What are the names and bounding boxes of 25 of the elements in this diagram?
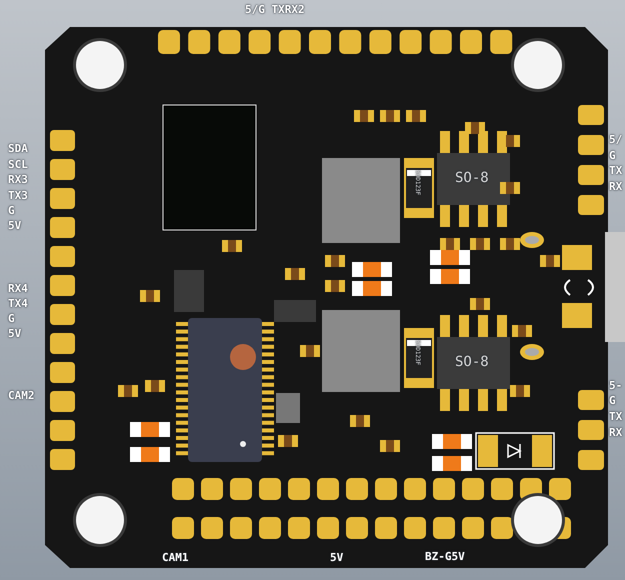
pin-label: G [609, 150, 616, 162]
pin-label: 5/ [609, 134, 622, 146]
connector-label: BZ-G5V [425, 551, 465, 563]
pin-label: SCL [8, 159, 28, 171]
chip-marking: SO-8 [455, 356, 489, 368]
pin-label: TX [609, 411, 622, 423]
chip-marking: SO-8 [455, 172, 489, 184]
connector-label: CAM1 [162, 552, 188, 564]
connector-label: 5/G TXRX2 [245, 4, 305, 16]
connector-label: 5V [330, 552, 344, 564]
pin-label: RX [609, 427, 622, 439]
pin-label: RX4 [8, 283, 28, 295]
pin-label: TX4 [8, 298, 28, 310]
pin-label: 5V [8, 328, 22, 340]
pin-label: TX3 [8, 190, 28, 202]
pin-label: G [609, 395, 616, 407]
pin-label: RX [609, 181, 622, 193]
pin-label: SDA [8, 143, 28, 155]
pin-label: G [8, 205, 15, 217]
pin-label: 5V [8, 220, 22, 232]
pin-label: CAM2 [8, 390, 34, 402]
pin-label: 5- [609, 380, 622, 392]
pin-label: TX [609, 165, 622, 177]
pin-label: G [8, 313, 15, 325]
pin-label: RX3 [8, 174, 28, 186]
